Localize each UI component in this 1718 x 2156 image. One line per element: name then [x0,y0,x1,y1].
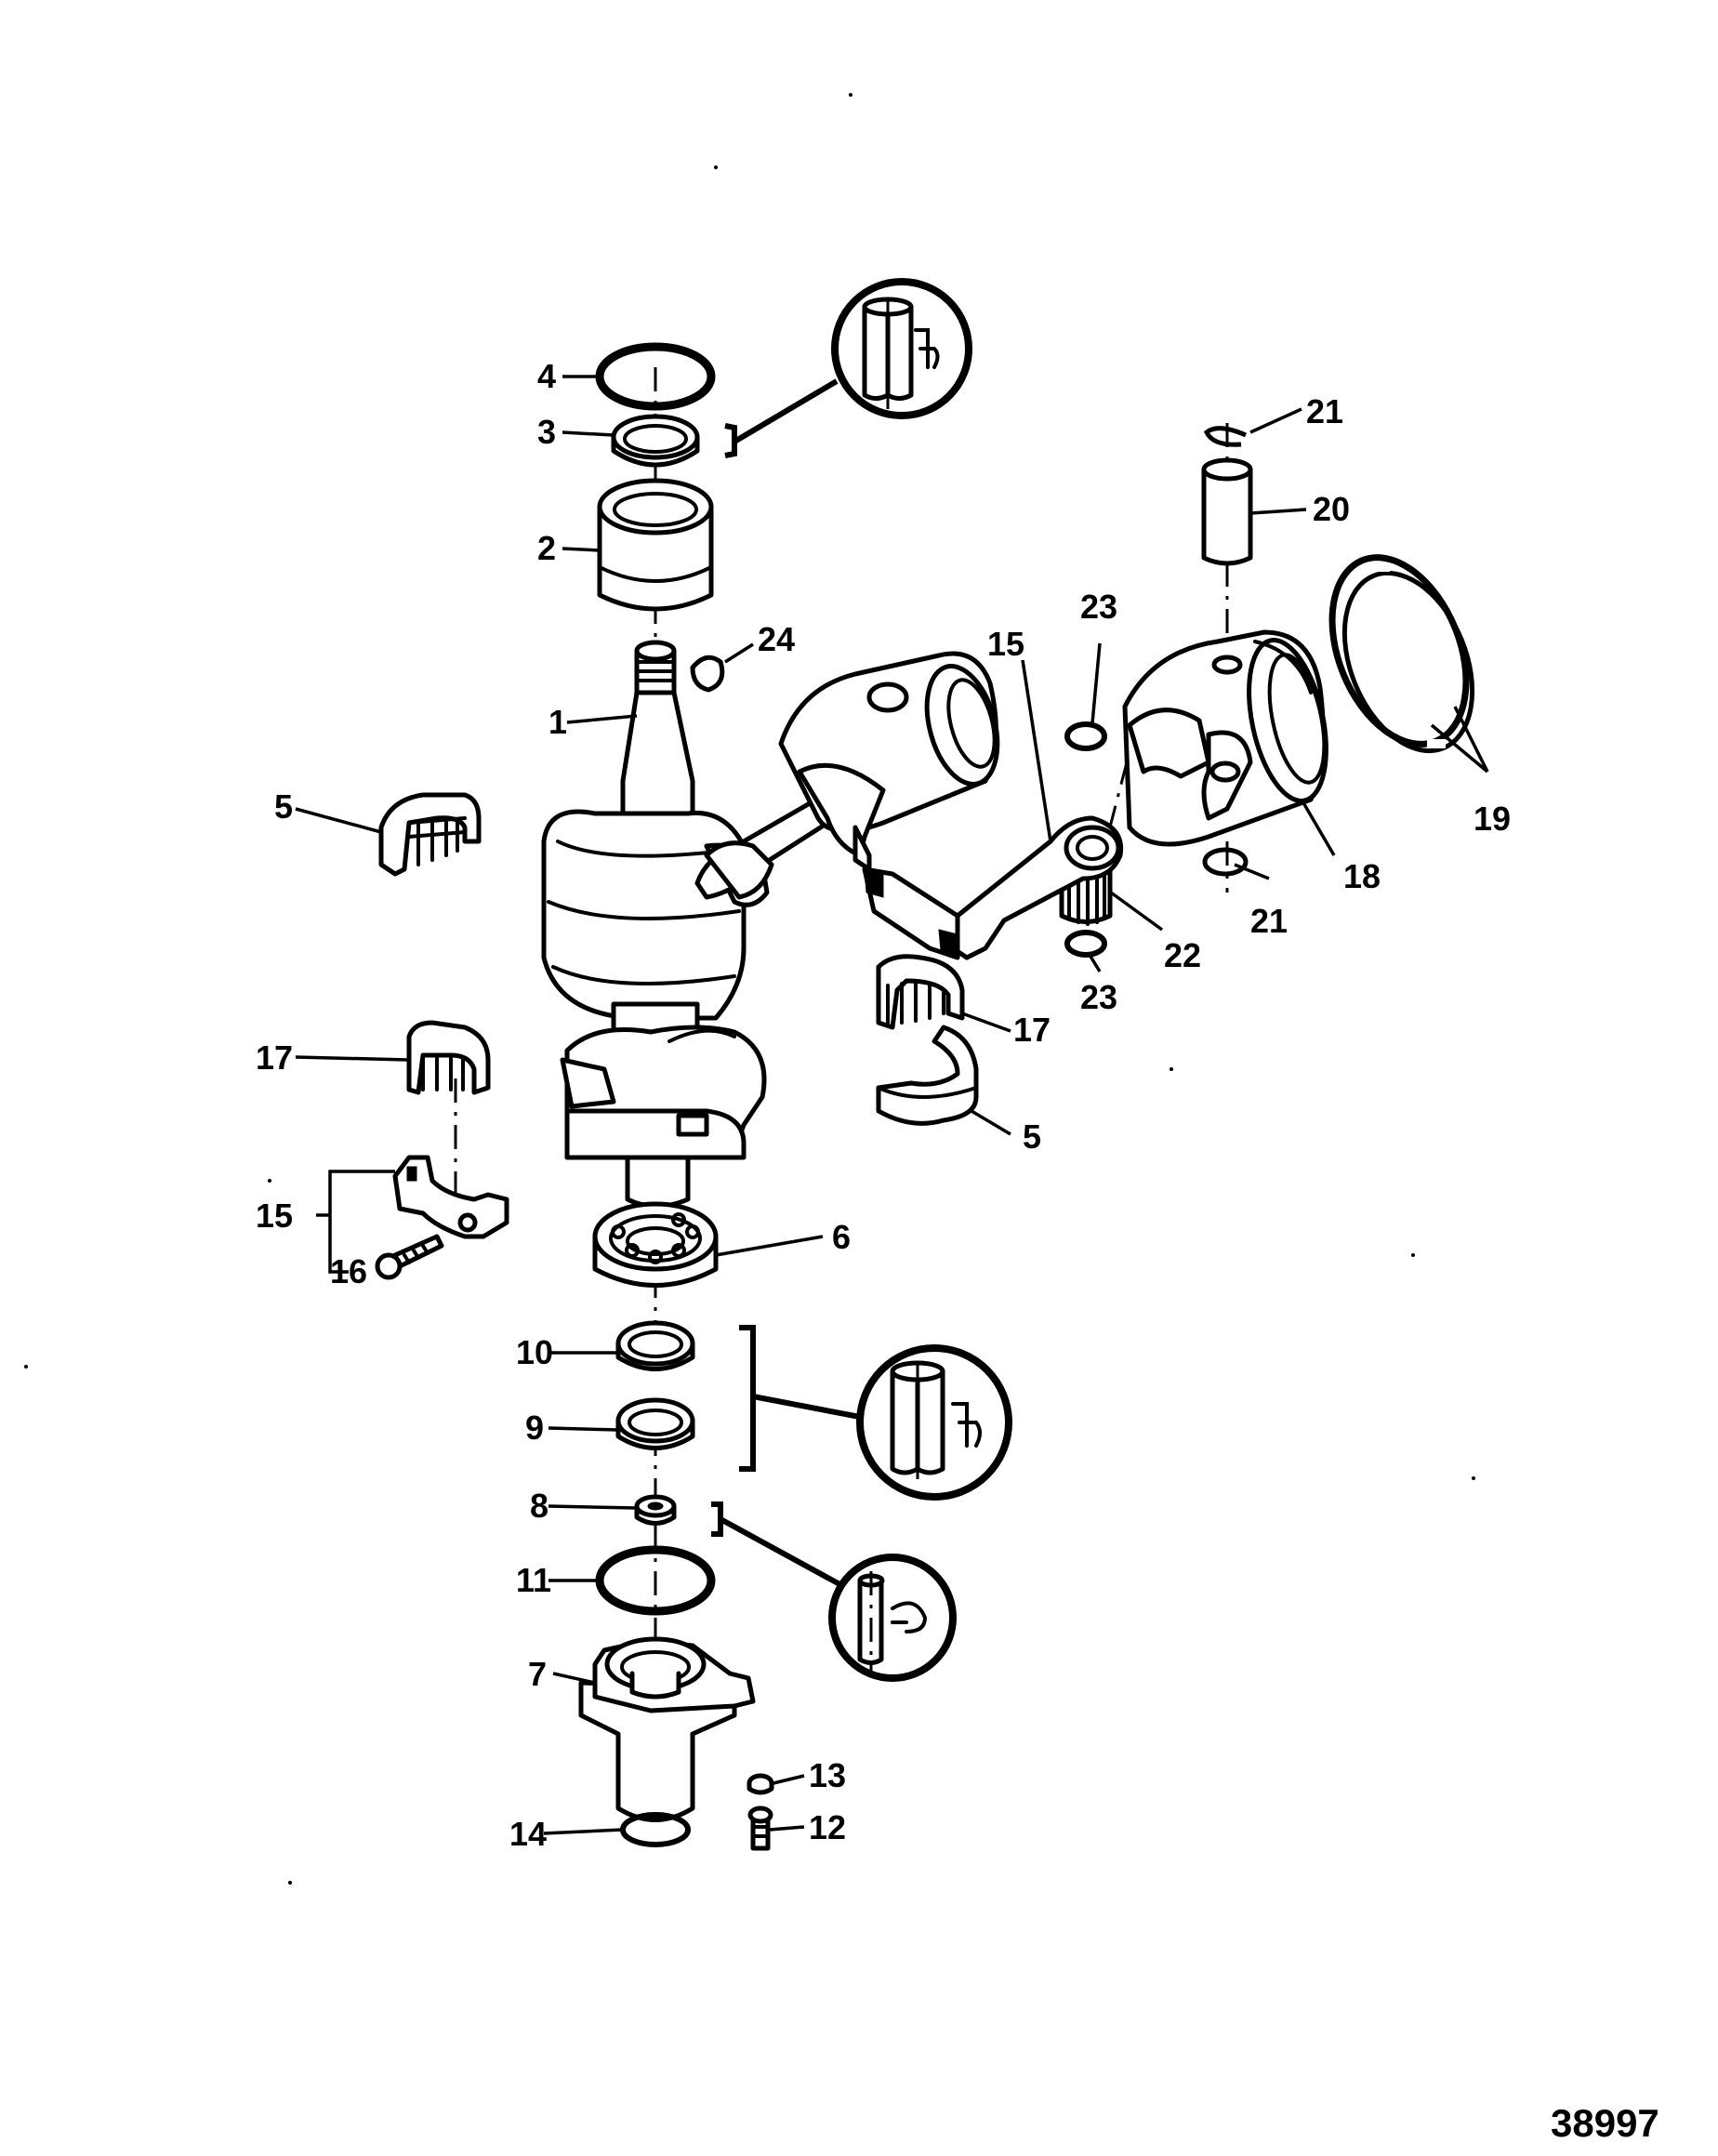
rod-bearing-cage-left [406,1020,491,1095]
figure-number: 38997 [1551,2101,1659,2145]
main-ball-bearing [592,1201,719,1288]
lubricant-detail-bottom [711,1501,957,1682]
callout-10: 10 [516,1333,553,1371]
callout-11: 11 [516,1561,551,1599]
connecting-rod [862,815,1124,960]
top-bearing-race [611,414,700,468]
callout-18: 18 [1343,857,1381,895]
connecting-rod-cap [392,1155,509,1239]
callout-21-bottom: 21 [1250,902,1288,940]
callout-5-right: 5 [1023,1118,1041,1156]
callout-3: 3 [537,413,556,451]
thrust-washer-top [1064,721,1107,751]
callout-2: 2 [537,529,556,567]
callout-15-left: 15 [256,1197,293,1235]
callout-22: 22 [1164,936,1201,974]
callout-9: 9 [525,1409,544,1447]
main-bearing-race-left [378,792,482,877]
crankshaft [541,640,770,1209]
callout-4: 4 [537,357,556,395]
callout-15-top: 15 [987,625,1024,663]
callout-14: 14 [509,1815,547,1853]
callout-24: 24 [758,620,795,658]
rod-bearing-race-right [876,1025,979,1126]
callout-19: 19 [1474,800,1511,838]
lubricant-detail-middle [739,1325,1012,1501]
upper-piston-rod-assembly [694,651,1000,900]
piston-pin-lockring-top [1203,426,1247,447]
rod-bearing-cage-right [876,954,965,1030]
scan-specks [24,93,1475,1885]
callout-21-top: 21 [1306,392,1343,430]
callout-20: 20 [1313,490,1350,528]
crankshaft-seal-upper [615,1320,695,1371]
callout-labels: 4 3 2 1 24 5 17 15 16 15 23 21 20 19 18 … [256,357,1511,1853]
callout-8: 8 [530,1487,548,1525]
callout-13: 13 [809,1756,846,1794]
callout-5-left: 5 [274,787,293,826]
piston-rings [1328,554,1475,754]
callout-7: 7 [528,1655,547,1693]
callout-1: 1 [548,703,567,741]
callout-17-right: 17 [1013,1011,1051,1049]
top-roller-bearing [597,478,714,612]
drive-shaft-seal [634,1494,677,1526]
connecting-rod-bolt [375,1234,444,1280]
lubricant-detail-top [724,278,972,458]
callout-12: 12 [809,1808,846,1846]
callout-16: 16 [330,1252,367,1290]
end-cap-washer [747,1773,774,1795]
piston-pin-lockring-bottom [1202,847,1249,877]
thrust-washer-bottom [1064,930,1107,958]
crankshaft-seal-lower [615,1397,695,1450]
leader-lines [295,375,1489,1835]
callout-23-top: 23 [1080,588,1117,626]
woodruff-key [690,655,725,693]
callout-23-bottom: 23 [1080,978,1117,1016]
lower-end-cap [578,1636,756,1822]
callout-6: 6 [832,1218,851,1256]
callout-17-left: 17 [256,1038,293,1077]
piston [1122,629,1328,847]
end-cap-screw [747,1805,773,1851]
wrist-pin [1201,457,1253,566]
